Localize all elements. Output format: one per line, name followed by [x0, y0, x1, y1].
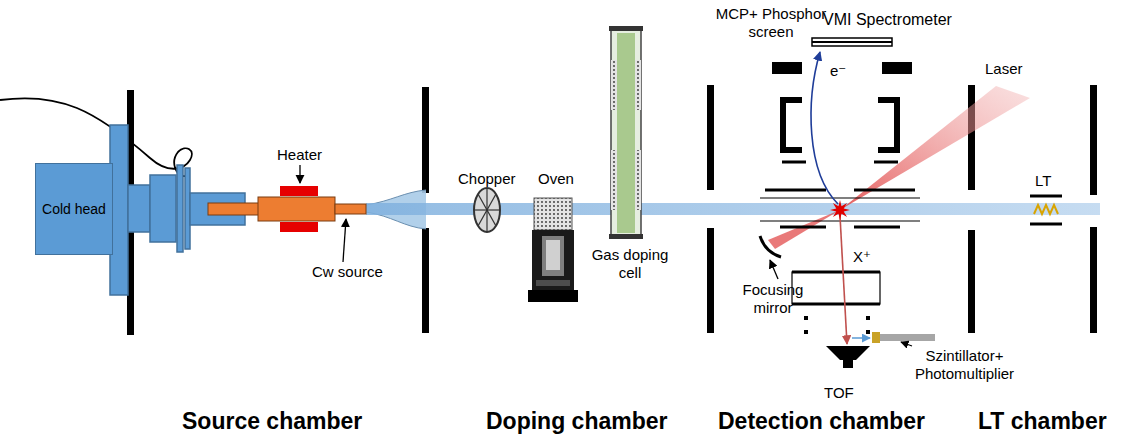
part-label: LT [1035, 172, 1051, 190]
lt-symbol [1030, 196, 1062, 224]
vmi-electrodes [760, 38, 920, 227]
particle-label: e⁻ [830, 62, 846, 80]
scintillator-symbol [852, 332, 935, 343]
chamber-title: Source chamber [182, 408, 362, 436]
leader-line [770, 260, 778, 279]
part-label: TOF [824, 384, 854, 402]
part-label: Cw source [312, 263, 383, 281]
part-label: Focusing mirror [733, 281, 813, 317]
oven-symbol [528, 198, 578, 302]
part-label: Oven [538, 170, 574, 188]
mirror-symbol [760, 236, 781, 257]
chopper-symbol [474, 188, 500, 232]
leader-line [299, 165, 300, 183]
part-label: Laser [985, 60, 1023, 78]
cold-head-box: Cold head [35, 163, 113, 255]
leader-line [901, 342, 912, 346]
chamber-title: Doping chamber [486, 408, 667, 436]
node-label: Cold head [42, 201, 106, 217]
part-label: VMI Spectrometer [823, 10, 952, 29]
ion-trajectory [840, 216, 847, 344]
part-label: Heater [277, 146, 322, 164]
gas-cell-symbol [609, 26, 643, 239]
part-label: Szintillator+ Photomultiplier [902, 347, 1027, 383]
interaction-point [830, 200, 850, 220]
part-label: Gas doping cell [585, 246, 675, 282]
cw-source [208, 186, 366, 232]
part-label: MCP+ Phosphor screen [712, 5, 830, 41]
laser-beam [768, 86, 1030, 249]
leader-line [343, 219, 346, 262]
particle-label: X⁺ [853, 248, 871, 266]
chamber-title: Detection chamber [718, 408, 925, 436]
chamber-title: LT chamber [978, 408, 1107, 436]
part-label: Chopper [458, 170, 516, 188]
tof-spectrometer [792, 272, 880, 368]
